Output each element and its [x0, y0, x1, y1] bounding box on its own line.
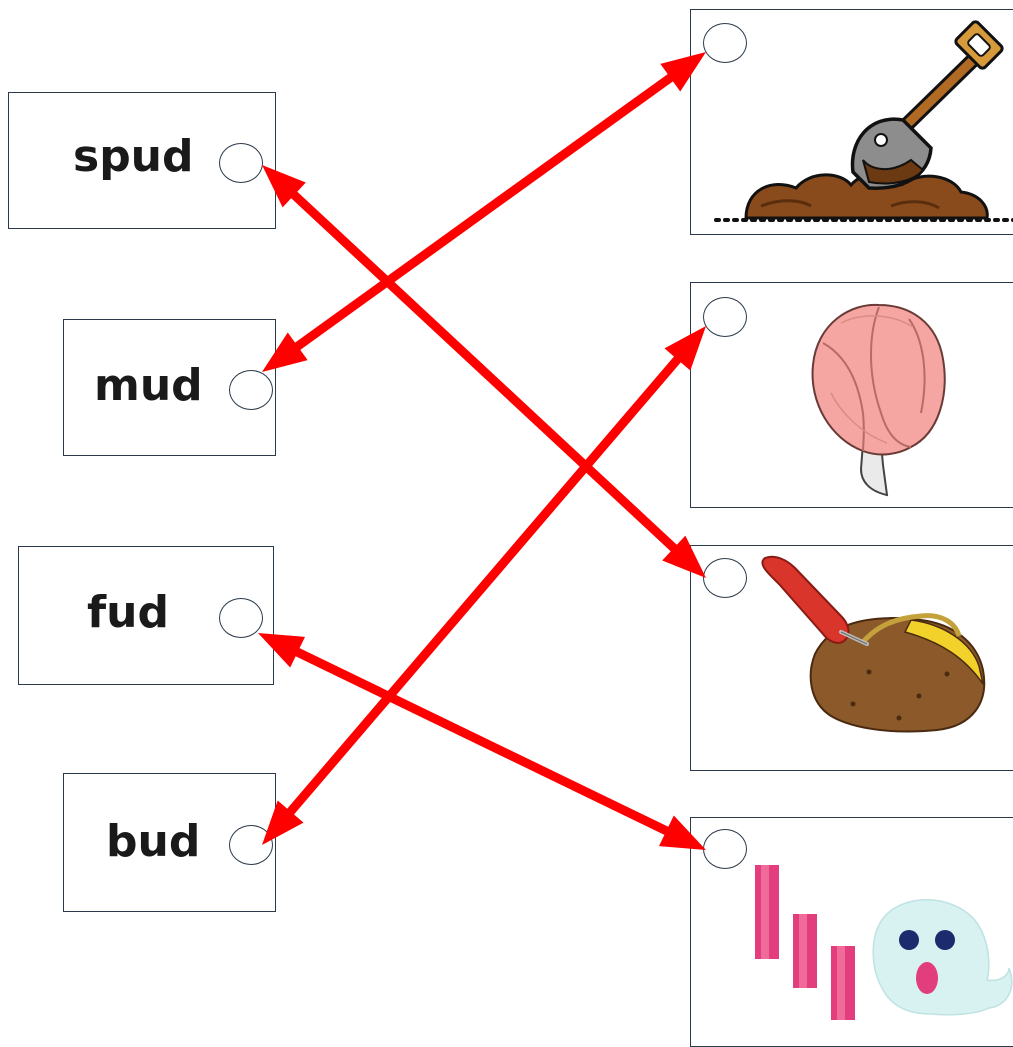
arrow-spud-to-peeled-potato: [286, 187, 682, 556]
match-dot-ghost[interactable]: [703, 829, 747, 869]
word-label-spud: spud: [73, 131, 194, 182]
match-dot-fud[interactable]: [219, 598, 263, 638]
match-dot-shovel[interactable]: [703, 23, 747, 63]
word-label-mud: mud: [94, 360, 203, 411]
match-dot-potato[interactable]: [703, 558, 747, 598]
picture-card-potato: [690, 545, 1013, 771]
potato-peeler-picture: [761, 555, 986, 733]
match-dot-flower-bud[interactable]: [703, 297, 747, 337]
match-dot-mud[interactable]: [229, 370, 273, 410]
pink-flower-bud-picture: [811, 303, 946, 497]
arrow-bud-to-flower-bud: [283, 351, 685, 820]
word-label-fud: fud: [87, 587, 169, 638]
arrow-mud-to-shovel-in-mud: [290, 70, 678, 354]
match-dot-spud[interactable]: [219, 143, 263, 183]
word-label-bud: bud: [106, 816, 201, 867]
word-card-fud: fud: [18, 546, 274, 685]
arrow-fud-to-ghost-pink-bars: [290, 645, 674, 838]
shovel-digging-mud-picture: [714, 20, 1013, 222]
ghost-with-pink-bars-picture: [755, 865, 1013, 1020]
match-dot-bud[interactable]: [229, 825, 273, 865]
